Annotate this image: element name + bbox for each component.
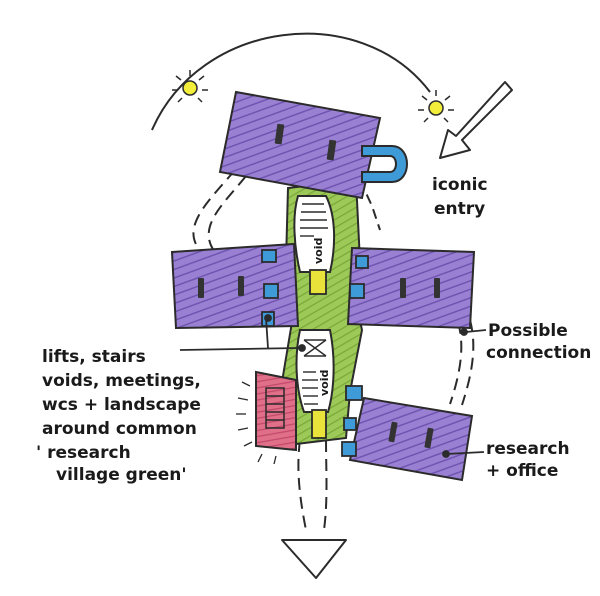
sun-icon (172, 70, 208, 103)
dashed-connection-left (192, 169, 236, 256)
svg-text:Possible: Possible (488, 321, 568, 341)
blue-cores (261, 249, 369, 457)
arrow-icon (439, 81, 513, 159)
sun-icon (418, 90, 454, 123)
void-upper: void (293, 195, 336, 295)
leader-lines (179, 314, 487, 458)
label-possible-connection: Possible connection (486, 321, 591, 363)
building-block-bottom-right (348, 396, 474, 482)
svg-text:iconic: iconic (432, 175, 488, 195)
svg-text:research: research (486, 439, 570, 459)
label-lifts-stairs: lifts, stairs voids, meetings, wcs + lan… (36, 347, 201, 485)
void-lower: void (295, 329, 335, 439)
label-iconic-entry: iconic entry (432, 175, 488, 219)
dashed-connection-right (461, 319, 475, 406)
svg-text:village green': village green' (56, 465, 187, 485)
void-label: void (318, 370, 331, 396)
svg-text:wcs + landscape: wcs + landscape (42, 395, 201, 415)
svg-text:voids, meetings,: voids, meetings, (42, 371, 201, 391)
sun-path-arc (151, 32, 431, 131)
label-research-office: research + office (486, 439, 570, 481)
svg-text:+ office: + office (486, 461, 558, 481)
svg-text:' research: ' research (36, 443, 131, 463)
building-block-top (218, 90, 382, 200)
svg-text:around common: around common (42, 419, 197, 439)
iconic-entry-shape (361, 145, 408, 183)
dashed-exit-path (297, 439, 307, 531)
arrow-down-icon (281, 539, 347, 579)
svg-text:entry: entry (434, 199, 485, 219)
svg-text:connection: connection (486, 343, 591, 363)
svg-text:lifts, stairs: lifts, stairs (42, 347, 146, 367)
void-label: void (312, 238, 325, 264)
window-slots (198, 123, 440, 449)
building-block-left (170, 242, 300, 330)
pink-pavilion (236, 370, 297, 465)
